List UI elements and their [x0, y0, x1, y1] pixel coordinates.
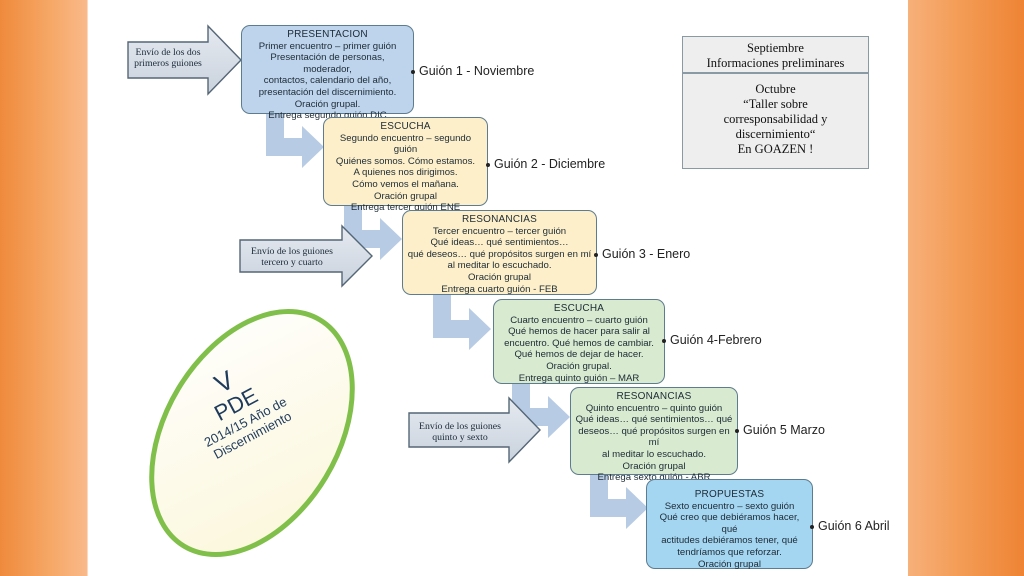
step-line: al meditar lo escuchado. [602, 448, 706, 460]
step-line: tendríamos que reforzar. [677, 546, 782, 558]
guion-text: Guión 3 - Enero [602, 247, 691, 261]
step-box-propuestas: PROPUESTAS Sexto encuentro – sexto guión… [646, 479, 813, 570]
step-line: Sexto encuentro – sexto guión [664, 500, 795, 512]
step-line: al meditar lo escuchado. [447, 260, 552, 272]
bullet-icon [662, 338, 666, 343]
step-line: Oración grupal [374, 190, 437, 202]
step-line: presentación del discernimiento. [258, 86, 397, 98]
step-line: Oración grupal [468, 271, 531, 283]
envio-label-3-line2: quinto y sexto [432, 432, 488, 443]
guion-label-1: Guión 1 - Noviembre [411, 64, 534, 78]
bullet-icon [810, 524, 814, 529]
envio-label-1-line1: Envío de los dos [135, 47, 201, 58]
step-line: Qué ideas… qué sentimientos… [430, 237, 569, 249]
step-line: encuentro. Qué hemos de cambiar. [504, 337, 654, 349]
step-line: Oración grupal [698, 558, 761, 570]
info-line: discernimiento“ [735, 127, 816, 141]
info-line: “Taller sobre [743, 97, 808, 111]
step-line: Oración grupal [622, 460, 686, 472]
step-line: actitudes debiéramos tener, qué [661, 535, 798, 547]
guion-text: Guión 4-Febrero [670, 333, 762, 347]
step-line: Qué ideas… qué sentimientos… qué [575, 414, 733, 426]
info-line: Septiembre [747, 41, 804, 55]
step-title: PROPUESTAS [694, 489, 765, 500]
step-line: Entrega quinto guión – MAR [518, 372, 640, 384]
step-line: A quienes nos dirigimos. [353, 167, 458, 179]
bullet-icon [486, 162, 490, 167]
step-line: Cuarto encuentro – cuarto guión [510, 314, 648, 326]
connector-arrow-5 [590, 475, 648, 529]
guion-label-4: Guión 4-Febrero [662, 333, 762, 347]
bullet-icon [411, 69, 415, 74]
bullet-icon [735, 428, 739, 433]
step-line: Entrega tercer guión ENE [350, 202, 461, 214]
envio-label-2: Envío de los guiones tercero y cuarto [242, 246, 342, 268]
step-box-resonancias-1: RESONANCIAS Tercer encuentro – tercer gu… [402, 210, 597, 295]
step-line: Cómo vemos el mañana. [352, 178, 459, 190]
envio-label-2-line1: Envío de los guiones [251, 246, 333, 257]
step-line: Presentación de personas, moderador, [270, 52, 385, 75]
guion-label-5: Guión 5 Marzo [735, 423, 825, 437]
step-line: contactos, calendario del año, [263, 75, 392, 87]
step-line: qué deseos… qué propósitos surgen en mí [407, 248, 592, 260]
info-line: Octubre [755, 82, 796, 96]
step-title: PRESENTACION [287, 29, 368, 40]
step-line: Entrega segundo guión DIC [268, 110, 387, 122]
step-line: Oración grupal. [546, 360, 612, 372]
connector-arrow-1 [266, 114, 324, 168]
info-line: Informaciones preliminares [706, 56, 845, 70]
envio-arrow-2 [239, 224, 373, 288]
guion-text: Guión 6 Abril [818, 519, 890, 533]
step-box-presentacion: PRESENTACION Primer encuentro – primer g… [241, 25, 414, 121]
connector-arrow-3 [433, 295, 491, 350]
envio-label-1: Envío de los dos primeros guiones [128, 47, 208, 69]
bullet-icon [594, 252, 598, 257]
step-box-escucha-1: ESCUCHA Segundo encuentro – segundo guió… [323, 117, 488, 213]
step-title: RESONANCIAS [462, 214, 537, 225]
step-line: Primer encuentro – primer guión [258, 40, 397, 52]
info-line: En GOAZEN ! [737, 142, 814, 156]
step-line: Oración grupal. [294, 98, 361, 110]
pde-ellipse [149, 308, 355, 558]
info-line: corresponsabilidad y [723, 112, 828, 126]
step-title: ESCUCHA [553, 303, 605, 314]
envio-arrow-1 [127, 24, 242, 96]
step-line: Qué creo que debiéramos hacer, qué [659, 512, 800, 535]
guion-text: Guión 1 - Noviembre [419, 64, 535, 78]
step-line: Entrega sexto guión - ABR [597, 472, 711, 484]
envio-arrows [127, 24, 541, 464]
envio-label-3: Envío de los guiones quinto y sexto [410, 421, 510, 443]
guion-text: Guión 2 - Diciembre [494, 157, 606, 171]
step-line: Segundo encuentro – segundo guión [339, 132, 472, 156]
step-title: RESONANCIAS [616, 391, 692, 402]
envio-label-2-line2: tercero y cuarto [261, 257, 323, 268]
guion-label-3: Guión 3 - Enero [594, 247, 690, 261]
step-line: deseos… qué propósitos surgen en mí [578, 425, 730, 449]
step-line: Tercer encuentro – tercer guión [432, 225, 567, 237]
guion-text: Guión 5 Marzo [743, 423, 825, 437]
step-box-escucha-2: ESCUCHA Cuarto encuentro – cuarto guión … [493, 299, 665, 384]
step-line: Quinto encuentro – quinto guión [585, 402, 723, 414]
info-box-octubre: Octubre “Taller sobre corresponsabilidad… [682, 73, 869, 169]
step-title: ESCUCHA [380, 121, 431, 132]
guion-label-6: Guión 6 Abril [810, 519, 890, 533]
step-line: Entrega cuarto guión - FEB [441, 283, 558, 295]
step-box-resonancias-2: RESONANCIAS Quinto encuentro – quinto gu… [570, 387, 738, 483]
info-box-septiembre: Septiembre Informaciones preliminares [682, 36, 869, 73]
envio-label-1-line2: primeros guiones [134, 58, 202, 69]
envio-arrow-3 [408, 396, 541, 464]
step-line: Qué hemos de dejar de hacer. [514, 349, 644, 361]
step-line: Qué hemos de hacer para salir al [508, 326, 650, 338]
envio-label-3-line1: Envío de los guiones [419, 421, 501, 432]
guion-label-2: Guión 2 - Diciembre [486, 157, 605, 171]
step-line: Quiénes somos. Cómo estamos. [335, 155, 476, 167]
